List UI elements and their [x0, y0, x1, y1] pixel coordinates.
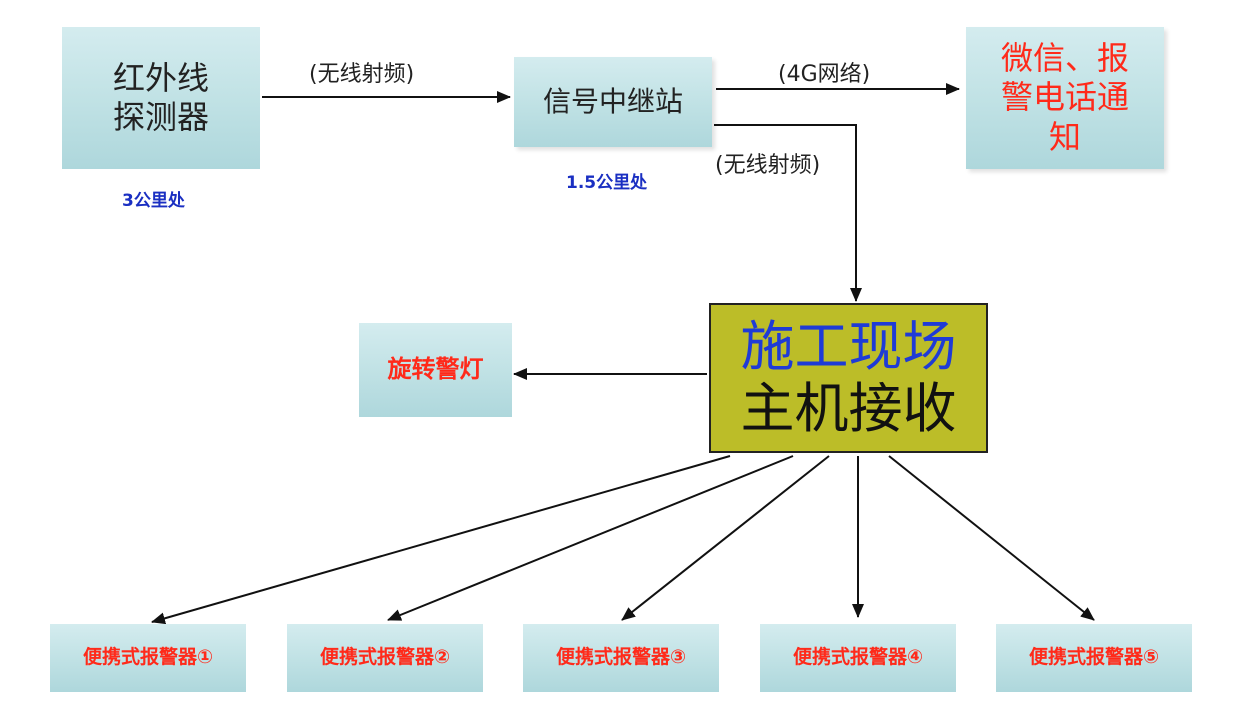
- portable-alarm-2: 便携式报警器②: [287, 624, 483, 692]
- host-receiver-box: 施工现场 主机接收: [709, 303, 988, 453]
- notify-box: 微信、报 警电话通 知: [966, 27, 1164, 169]
- host-title-line2: 主机接收: [740, 377, 957, 440]
- link-label-relay-host: (无线射频): [715, 153, 821, 178]
- rotating-lamp-box: 旋转警灯: [359, 323, 512, 417]
- portable-alarm-5: 便携式报警器⑤: [996, 624, 1192, 692]
- arrow-host-to-alarm-2: [387, 455, 794, 621]
- arrow-host-to-alarm-5: [888, 455, 1095, 621]
- detector-box: 红外线 探测器: [62, 27, 260, 169]
- relay-distance-note: 1.5公里处: [566, 173, 648, 193]
- host-title-line1: 施工现场: [740, 314, 957, 378]
- detector-distance-note: 3公里处: [122, 191, 185, 211]
- arrow-host-to-alarm-1: [151, 455, 731, 625]
- portable-alarm-4: 便携式报警器④: [760, 624, 956, 692]
- portable-alarm-3: 便携式报警器③: [523, 624, 719, 692]
- arrow-host-to-alarm-3: [621, 455, 830, 621]
- arrow-relay-to-host: [714, 124, 862, 302]
- link-label-relay-notify: (4G网络): [778, 62, 871, 87]
- portable-alarm-1: 便携式报警器①: [50, 624, 246, 692]
- link-label-detector-relay: (无线射频): [309, 62, 415, 87]
- relay-box: 信号中继站: [514, 57, 712, 147]
